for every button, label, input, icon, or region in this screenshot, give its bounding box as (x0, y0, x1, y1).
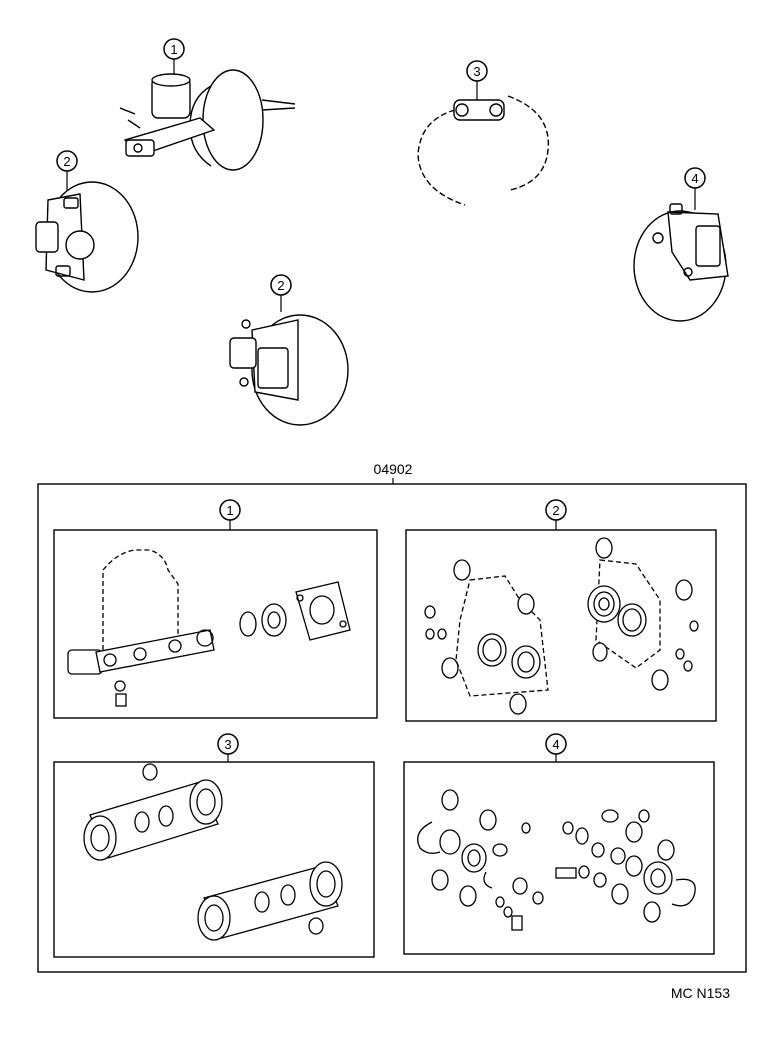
drum-brake-shoes-wheel-cylinder (417, 95, 549, 206)
callout-2-top-left: 2 (56, 150, 78, 192)
drawing-code: MC N153 (671, 985, 730, 1001)
svg-text:2: 2 (63, 154, 70, 169)
callout-3-top: 3 (466, 60, 488, 100)
callout-1-top: 1 (163, 38, 185, 75)
disc-brake-caliper-left (35, 181, 139, 293)
master-cylinder-kit-parts (67, 549, 351, 707)
master-cylinder-booster-assembly (119, 69, 296, 171)
panel-1-master-cylinder-kit (53, 529, 378, 719)
callout-4-top: 4 (684, 167, 706, 210)
kit-outer-frame (37, 483, 747, 973)
svg-text:04902: 04902 (374, 461, 413, 477)
disc-brake-kit-parts (424, 537, 699, 715)
svg-text:3: 3 (224, 737, 231, 752)
callout-2-kit: 2 (545, 499, 567, 530)
svg-text:4: 4 (552, 737, 559, 752)
callout-4-kit: 4 (545, 733, 567, 762)
kit-part-number: 04902 (374, 461, 413, 484)
callout-2-top-center: 2 (270, 274, 292, 312)
svg-text:1: 1 (226, 503, 233, 518)
svg-text:3: 3 (473, 64, 480, 79)
svg-text:2: 2 (552, 503, 559, 518)
rear-disc-kit-parts (417, 789, 696, 931)
svg-text:4: 4 (691, 171, 698, 186)
callout-1-kit: 1 (219, 499, 241, 530)
rear-disc-brake-caliper (633, 203, 729, 322)
panel-2-disc-brake-kit (405, 529, 717, 722)
svg-text:2: 2 (277, 278, 284, 293)
wheel-cylinder-kit-parts (83, 763, 343, 941)
panel-3-wheel-cylinder-kit (53, 761, 375, 958)
disc-brake-caliper-center (229, 314, 349, 426)
callout-3-kit: 3 (217, 733, 239, 762)
panel-4-rear-disc-kit (403, 761, 715, 955)
svg-text:1: 1 (170, 42, 177, 57)
